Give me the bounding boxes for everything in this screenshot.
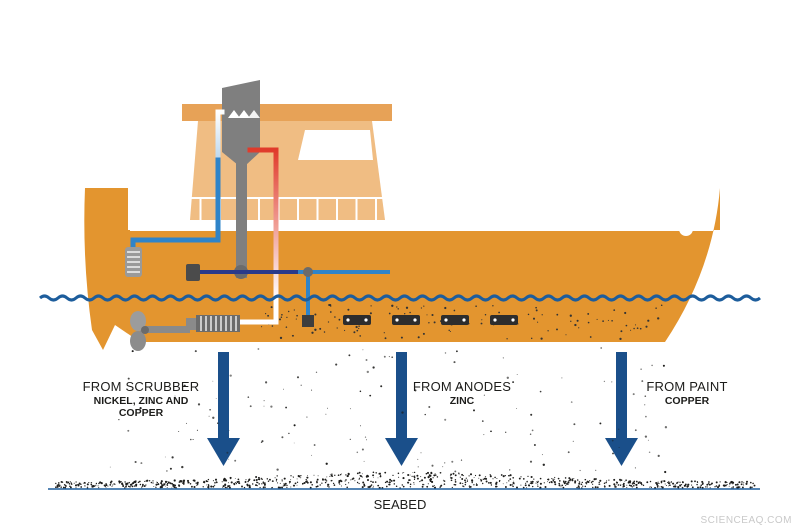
hull [84,188,721,350]
watermark: SCIENCEAQ.COM [700,515,792,526]
water-wave-icon [39,294,761,302]
discharge-filter [186,315,240,332]
label-from-scrubber: FROM SCRUBBER NICKEL, ZINC AND COPPER [56,379,226,419]
seabed-sediment-icon [54,471,756,490]
anode-icon [343,315,518,325]
label-scrubber-metals-2: COPPER [118,407,164,419]
arrow-down-icon [207,352,240,466]
label-scrubber-head: FROM SCRUBBER [82,379,200,394]
label-anodes-head: FROM ANODES [412,379,512,394]
pump-and-valves [125,247,314,327]
pipes [130,109,390,325]
label-from-anodes: FROM ANODES ZINC [392,379,532,407]
label-seabed: SEABED [373,497,427,512]
scrubber-icon [222,80,260,279]
cabin [182,104,392,220]
arrow-down-icon [385,352,418,466]
label-anodes-metal: ZINC [449,394,475,407]
porthole [679,222,693,236]
label-from-paint: FROM PAINT COPPER [612,379,762,407]
railing [130,197,713,231]
propeller-icon [130,311,190,351]
arrow-down-icon [605,352,638,466]
label-paint-metal: COPPER [664,394,710,407]
falling-particles [109,347,668,474]
label-paint-head: FROM PAINT [646,379,728,394]
label-scrubber-metals-1: NICKEL, ZINC AND [93,394,189,407]
cabin-window [298,130,373,160]
